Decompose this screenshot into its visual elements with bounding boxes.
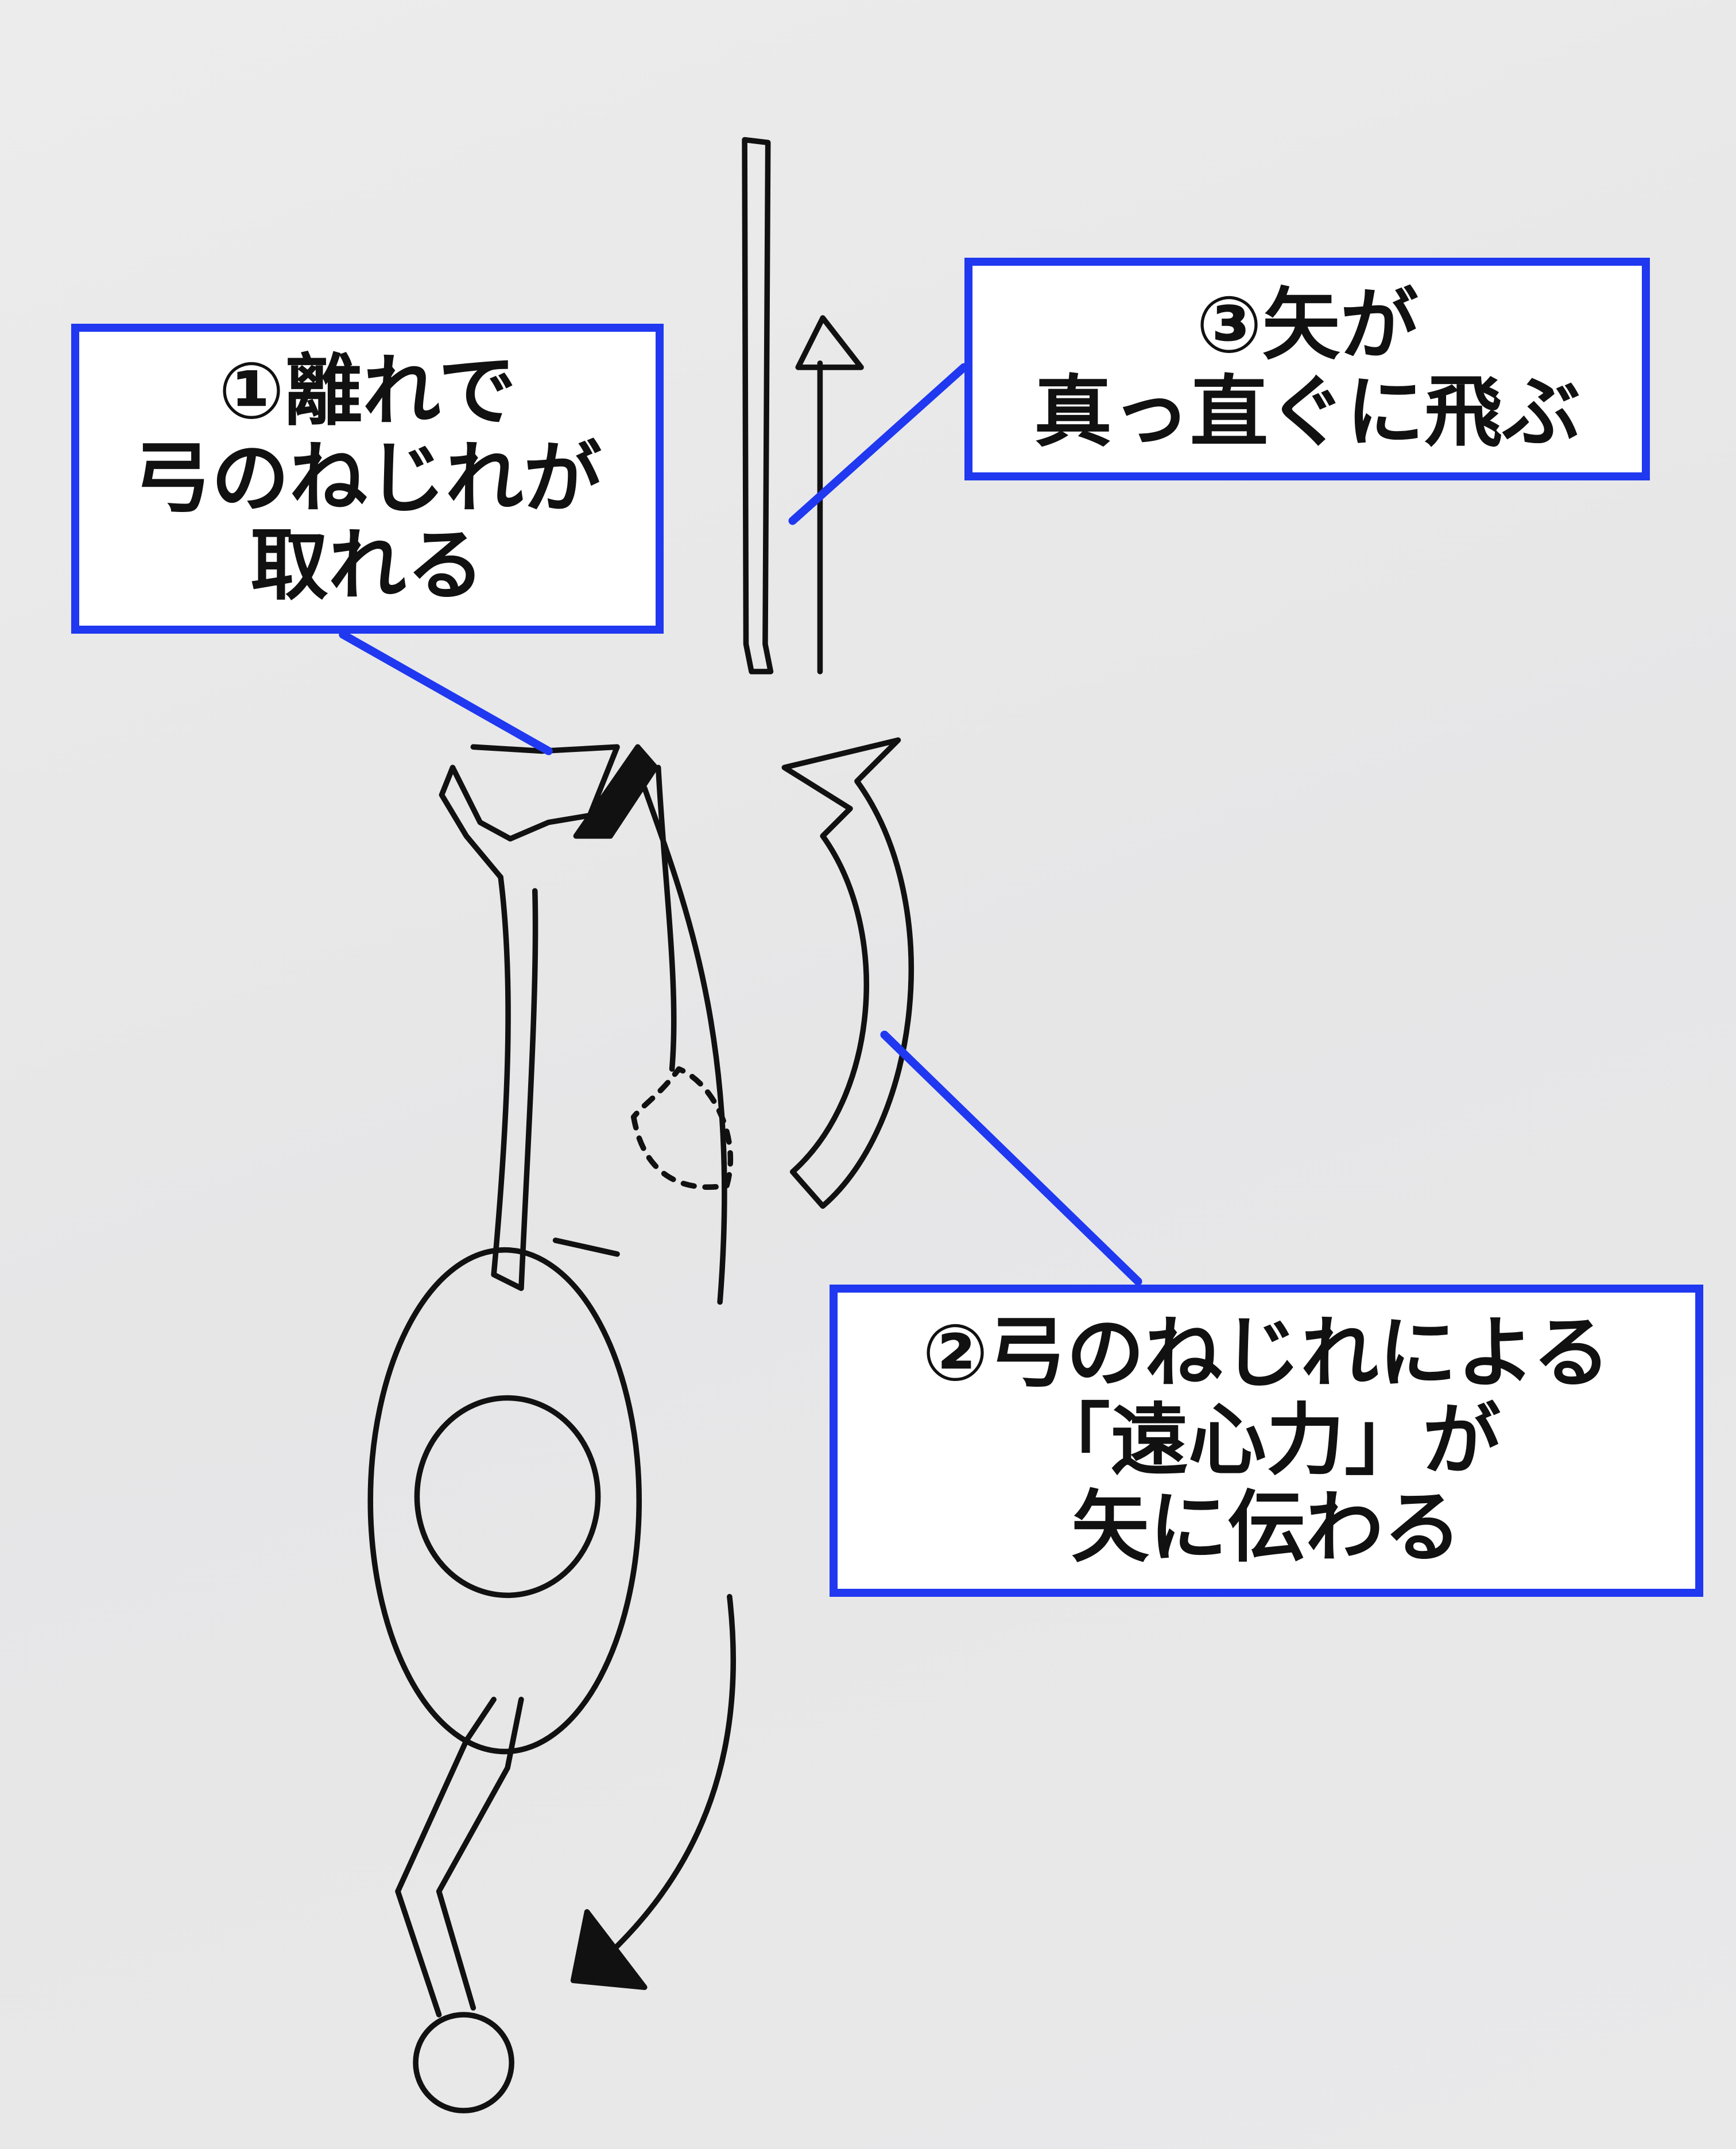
upper-bow-limb: [491, 874, 538, 1291]
dotted-hand-outline: [630, 1066, 734, 1190]
centrifugal-label-box: ②弓のねじれによる 「遠心力」が 矢に伝わる: [830, 1285, 1703, 1597]
callout-line-centrifugal: [880, 1030, 1142, 1286]
string-line: [642, 785, 727, 1305]
lower-limb-tip: [413, 2012, 514, 2113]
arrow-shaft: [742, 137, 774, 674]
centrifugal-label-line: 矢に伝わる: [1071, 1483, 1462, 1574]
release-label-line: ①離れで: [218, 346, 517, 437]
hand-grip: [439, 744, 620, 880]
bow-grip-outer: [367, 1247, 642, 1755]
arrow-flight-label-line: ③矢が: [1196, 280, 1419, 371]
release-label-box: ①離れで 弓のねじれが 取れる: [71, 324, 664, 634]
arrow-flight-label-box: ③矢が 真っ直ぐに飛ぶ: [964, 258, 1650, 480]
downward-curved-arrow: [614, 1593, 737, 1949]
arrow-flight-label-line: 真っ直ぐに飛ぶ: [1034, 367, 1580, 458]
release-label-line: 取れる: [250, 521, 485, 612]
motion-mark: [552, 1238, 620, 1257]
callout-line-flight: [788, 363, 968, 525]
twist-curved-arrow: [781, 737, 914, 1209]
downward-arrowhead-icon: [570, 1909, 648, 1991]
string-line-inner: [655, 765, 677, 1072]
callout-line-release: [339, 630, 553, 755]
upward-arrowhead-icon: [795, 315, 864, 370]
bow-grip-inner: [414, 1395, 601, 1599]
centrifugal-label-line: 「遠心力」が: [1032, 1395, 1501, 1486]
release-label-line: 弓のねじれが: [133, 433, 602, 524]
lower-bow-limb: [395, 1697, 524, 2018]
centrifugal-label-line: ②弓のねじれによる: [922, 1308, 1611, 1399]
